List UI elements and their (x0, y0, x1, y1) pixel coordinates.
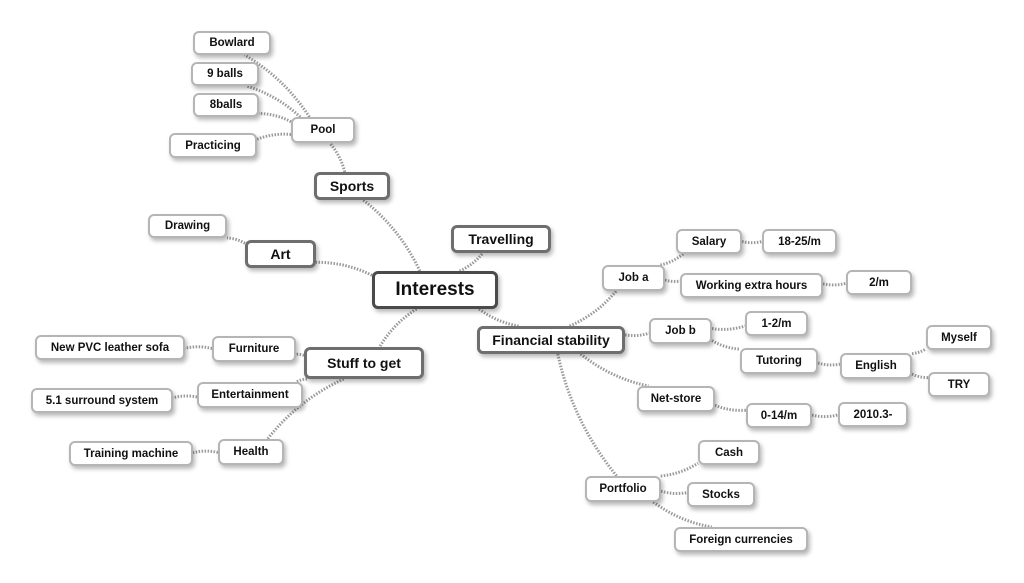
node-stuff-to-get[interactable]: Stuff to get (304, 347, 424, 379)
connector-english-try (911, 372, 929, 380)
node-working-extra-hours[interactable]: Working extra hours (680, 273, 823, 298)
node-8balls[interactable]: 8balls (193, 93, 259, 117)
node-portfolio[interactable]: Portfolio (585, 476, 661, 502)
node-salary-value[interactable]: 18-25/m (762, 229, 837, 254)
connector-joba-salary (660, 252, 685, 267)
connector-stuff-entertainment (295, 377, 308, 384)
connector-netstore-netstore_val (714, 403, 747, 412)
node-net-store-value[interactable]: 0-14/m (746, 403, 812, 428)
connector-stuff-furniture (295, 352, 305, 357)
node-net-store[interactable]: Net-store (637, 386, 715, 412)
connector-salary-salary_val (741, 240, 763, 245)
node-cash[interactable]: Cash (698, 440, 760, 465)
node-9-balls[interactable]: 9 balls (191, 62, 259, 86)
node-travelling[interactable]: Travelling (451, 225, 551, 253)
node-job-a[interactable]: Job a (602, 265, 665, 291)
node-interests[interactable]: Interests (372, 271, 498, 309)
connector-extra-extra_val (822, 281, 847, 287)
node-extra-hours-value[interactable]: 2/m (846, 270, 912, 295)
node-financial-stability[interactable]: Financial stability (477, 326, 625, 354)
node-practicing[interactable]: Practicing (169, 133, 257, 158)
connector-financial-portfolio (556, 353, 618, 477)
node-myself[interactable]: Myself (926, 325, 992, 350)
connector-interests-art (315, 260, 373, 277)
connector-entertainment-surround (172, 394, 198, 400)
node-tutoring[interactable]: Tutoring (740, 348, 818, 374)
connector-portfolio-cash (660, 461, 699, 478)
node-training-machine[interactable]: Training machine (69, 441, 193, 466)
node-job-b[interactable]: Job b (649, 318, 712, 344)
connector-joba-extra (664, 278, 681, 283)
connector-pool-practicing (256, 132, 292, 141)
node-entertainment[interactable]: Entertainment (197, 382, 303, 408)
node-net-store-date[interactable]: 2010.3- (838, 402, 908, 427)
connector-pool-bowlard (243, 53, 311, 118)
connector-jobb-tutoring (711, 339, 741, 351)
connector-interests-travelling (458, 252, 485, 273)
connector-pool-8balls (258, 112, 292, 124)
connector-sports-pool (328, 142, 347, 173)
node-drawing[interactable]: Drawing (148, 214, 227, 238)
connector-pool-9balls (245, 84, 302, 119)
node-5-1-surround-system[interactable]: 5.1 surround system (31, 388, 173, 413)
connector-financial-joba (569, 290, 618, 328)
node-foreign-currencies[interactable]: Foreign currencies (674, 527, 808, 552)
connector-netstore_val-netstore_date (811, 413, 839, 419)
connector-health-training (192, 449, 219, 455)
node-furniture[interactable]: Furniture (212, 336, 296, 362)
node-pool[interactable]: Pool (291, 117, 355, 143)
node-health[interactable]: Health (218, 439, 284, 465)
node-art[interactable]: Art (245, 240, 316, 268)
connector-portfolio-foreign (652, 500, 713, 529)
connector-tutoring-english (817, 361, 841, 367)
connector-art-drawing (226, 236, 246, 245)
node-job-b-value[interactable]: 1-2/m (745, 311, 808, 336)
node-english[interactable]: English (840, 353, 912, 379)
connector-interests-sports (362, 198, 422, 272)
node-try[interactable]: TRY (928, 372, 990, 397)
connector-jobb-jobb_val (711, 324, 746, 331)
node-bowlard[interactable]: Bowlard (193, 31, 271, 55)
node-salary[interactable]: Salary (676, 229, 742, 254)
connector-portfolio-stocks (660, 489, 688, 496)
connector-english-myself (911, 347, 927, 356)
node-new-pvc-leather-sofa[interactable]: New PVC leather sofa (35, 335, 185, 360)
connector-financial-netstore (579, 352, 649, 388)
connector-furniture-sofa (184, 345, 213, 351)
node-sports[interactable]: Sports (314, 172, 390, 200)
connector-interests-financial (478, 307, 519, 328)
connector-financial-jobb (624, 331, 650, 338)
connector-interests-stuff (378, 307, 418, 348)
node-stocks[interactable]: Stocks (687, 482, 755, 507)
